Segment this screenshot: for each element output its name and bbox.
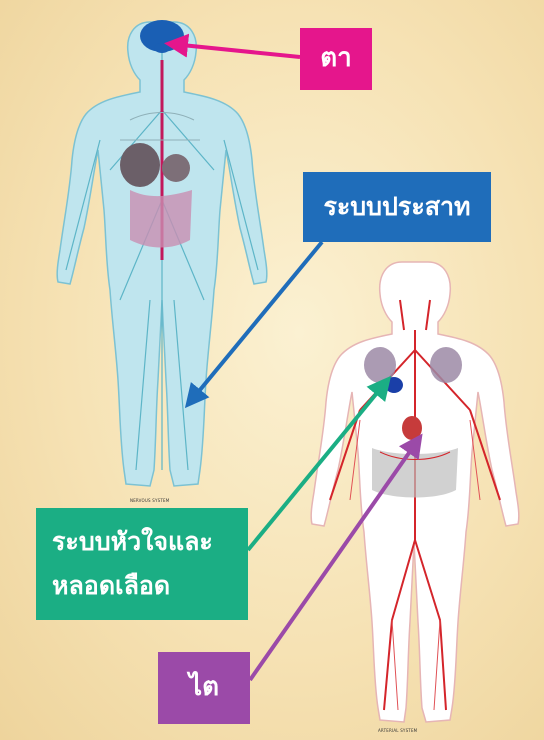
cardiovascular-callout: ระบบหัวใจและ หลอดเลือด [36,508,248,620]
cardiovascular-callout-line1: ระบบหัวใจและ [52,527,213,557]
eye-callout: ตา [300,28,372,90]
arterial-figure-caption: ARTERIAL SYSTEM [378,728,417,733]
nervous-figure-caption: NERVOUS SYSTEM [130,498,169,503]
nervous-system-callout: ระบบประสาท [303,172,491,242]
arterial-system-figure [311,262,519,722]
kidney-callout: ไต [158,652,250,724]
kidney-callout-label: ไต [189,672,219,703]
nervous-system-figure [57,20,267,486]
nervous-system-callout-label: ระบบประสาท [323,192,470,222]
eye-callout-label: ตา [320,43,351,74]
cardiovascular-callout-line2: หลอดเลือด [52,571,170,601]
